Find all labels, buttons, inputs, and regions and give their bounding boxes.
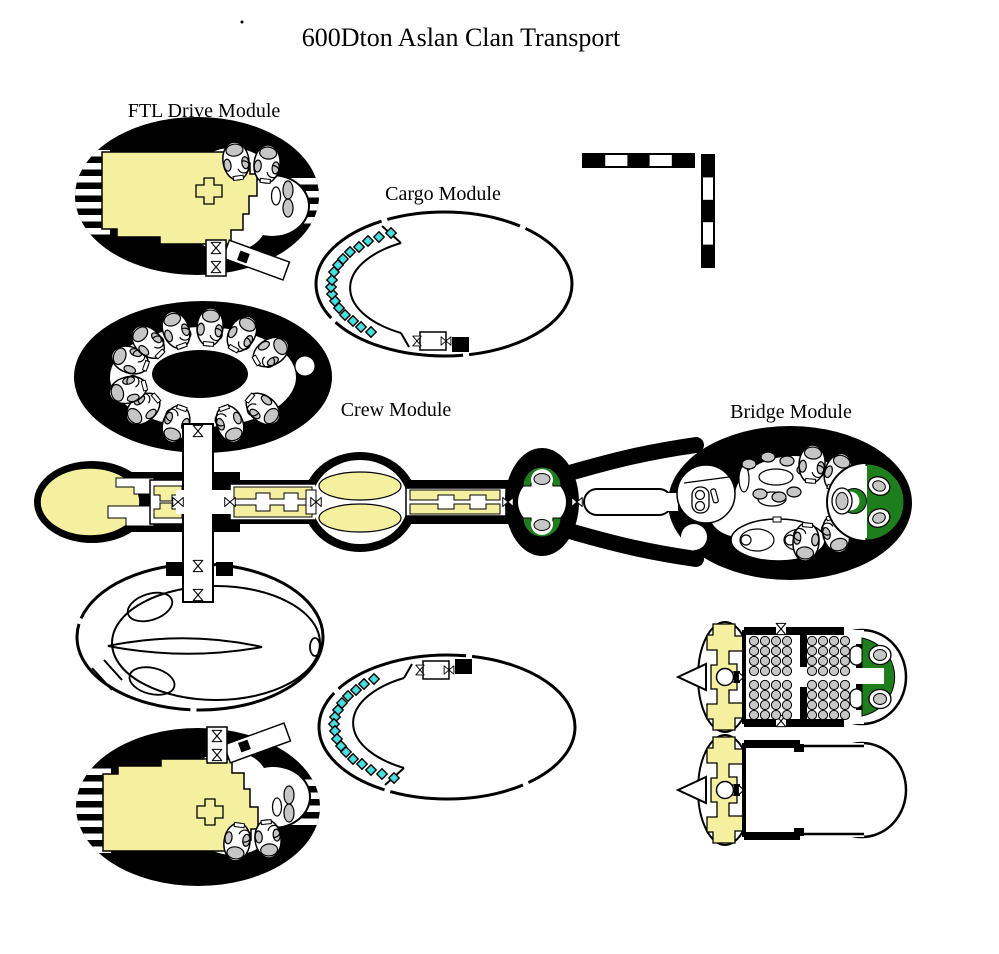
crew-module-label: Crew Module	[341, 399, 452, 421]
scale-bar-vertical	[701, 154, 715, 268]
ring-core	[152, 350, 248, 398]
page-title: 600Dton Aslan Clan Transport	[302, 23, 621, 52]
ftl-drive-module-bottom	[65, 723, 330, 886]
docking-block	[166, 562, 183, 576]
bridge-module	[662, 426, 912, 580]
ring-lift	[295, 356, 315, 376]
lifting-body-fin	[107, 637, 263, 655]
scale-bar-horizontal	[582, 153, 695, 168]
cargo-module-bottom	[319, 655, 575, 799]
crew-module	[74, 301, 332, 453]
cargo-module-top	[316, 212, 572, 356]
cargo-shuttle	[678, 735, 908, 845]
utility-room	[681, 524, 707, 550]
airlock-valve-icon	[775, 622, 787, 636]
passenger-seats	[748, 635, 851, 721]
cockpit	[826, 462, 906, 542]
shuttle-cockpit	[856, 637, 896, 717]
turret-node	[502, 448, 679, 556]
ftl-drive-module-top	[64, 117, 329, 280]
passenger-shuttle	[678, 622, 908, 732]
bow-fuel-tank	[39, 467, 141, 537]
cargo-module-label: Cargo Module	[385, 183, 501, 205]
spine-assembly	[34, 437, 704, 567]
spinal-corridor	[583, 488, 673, 516]
tank-module-side-view	[75, 562, 325, 712]
ftl-module-label: FTL Drive Module	[128, 100, 281, 122]
transfer-corridor	[166, 423, 236, 603]
stray-dot	[240, 20, 244, 24]
docking-block	[216, 562, 233, 576]
bridge-module-label: Bridge Module	[730, 401, 852, 423]
